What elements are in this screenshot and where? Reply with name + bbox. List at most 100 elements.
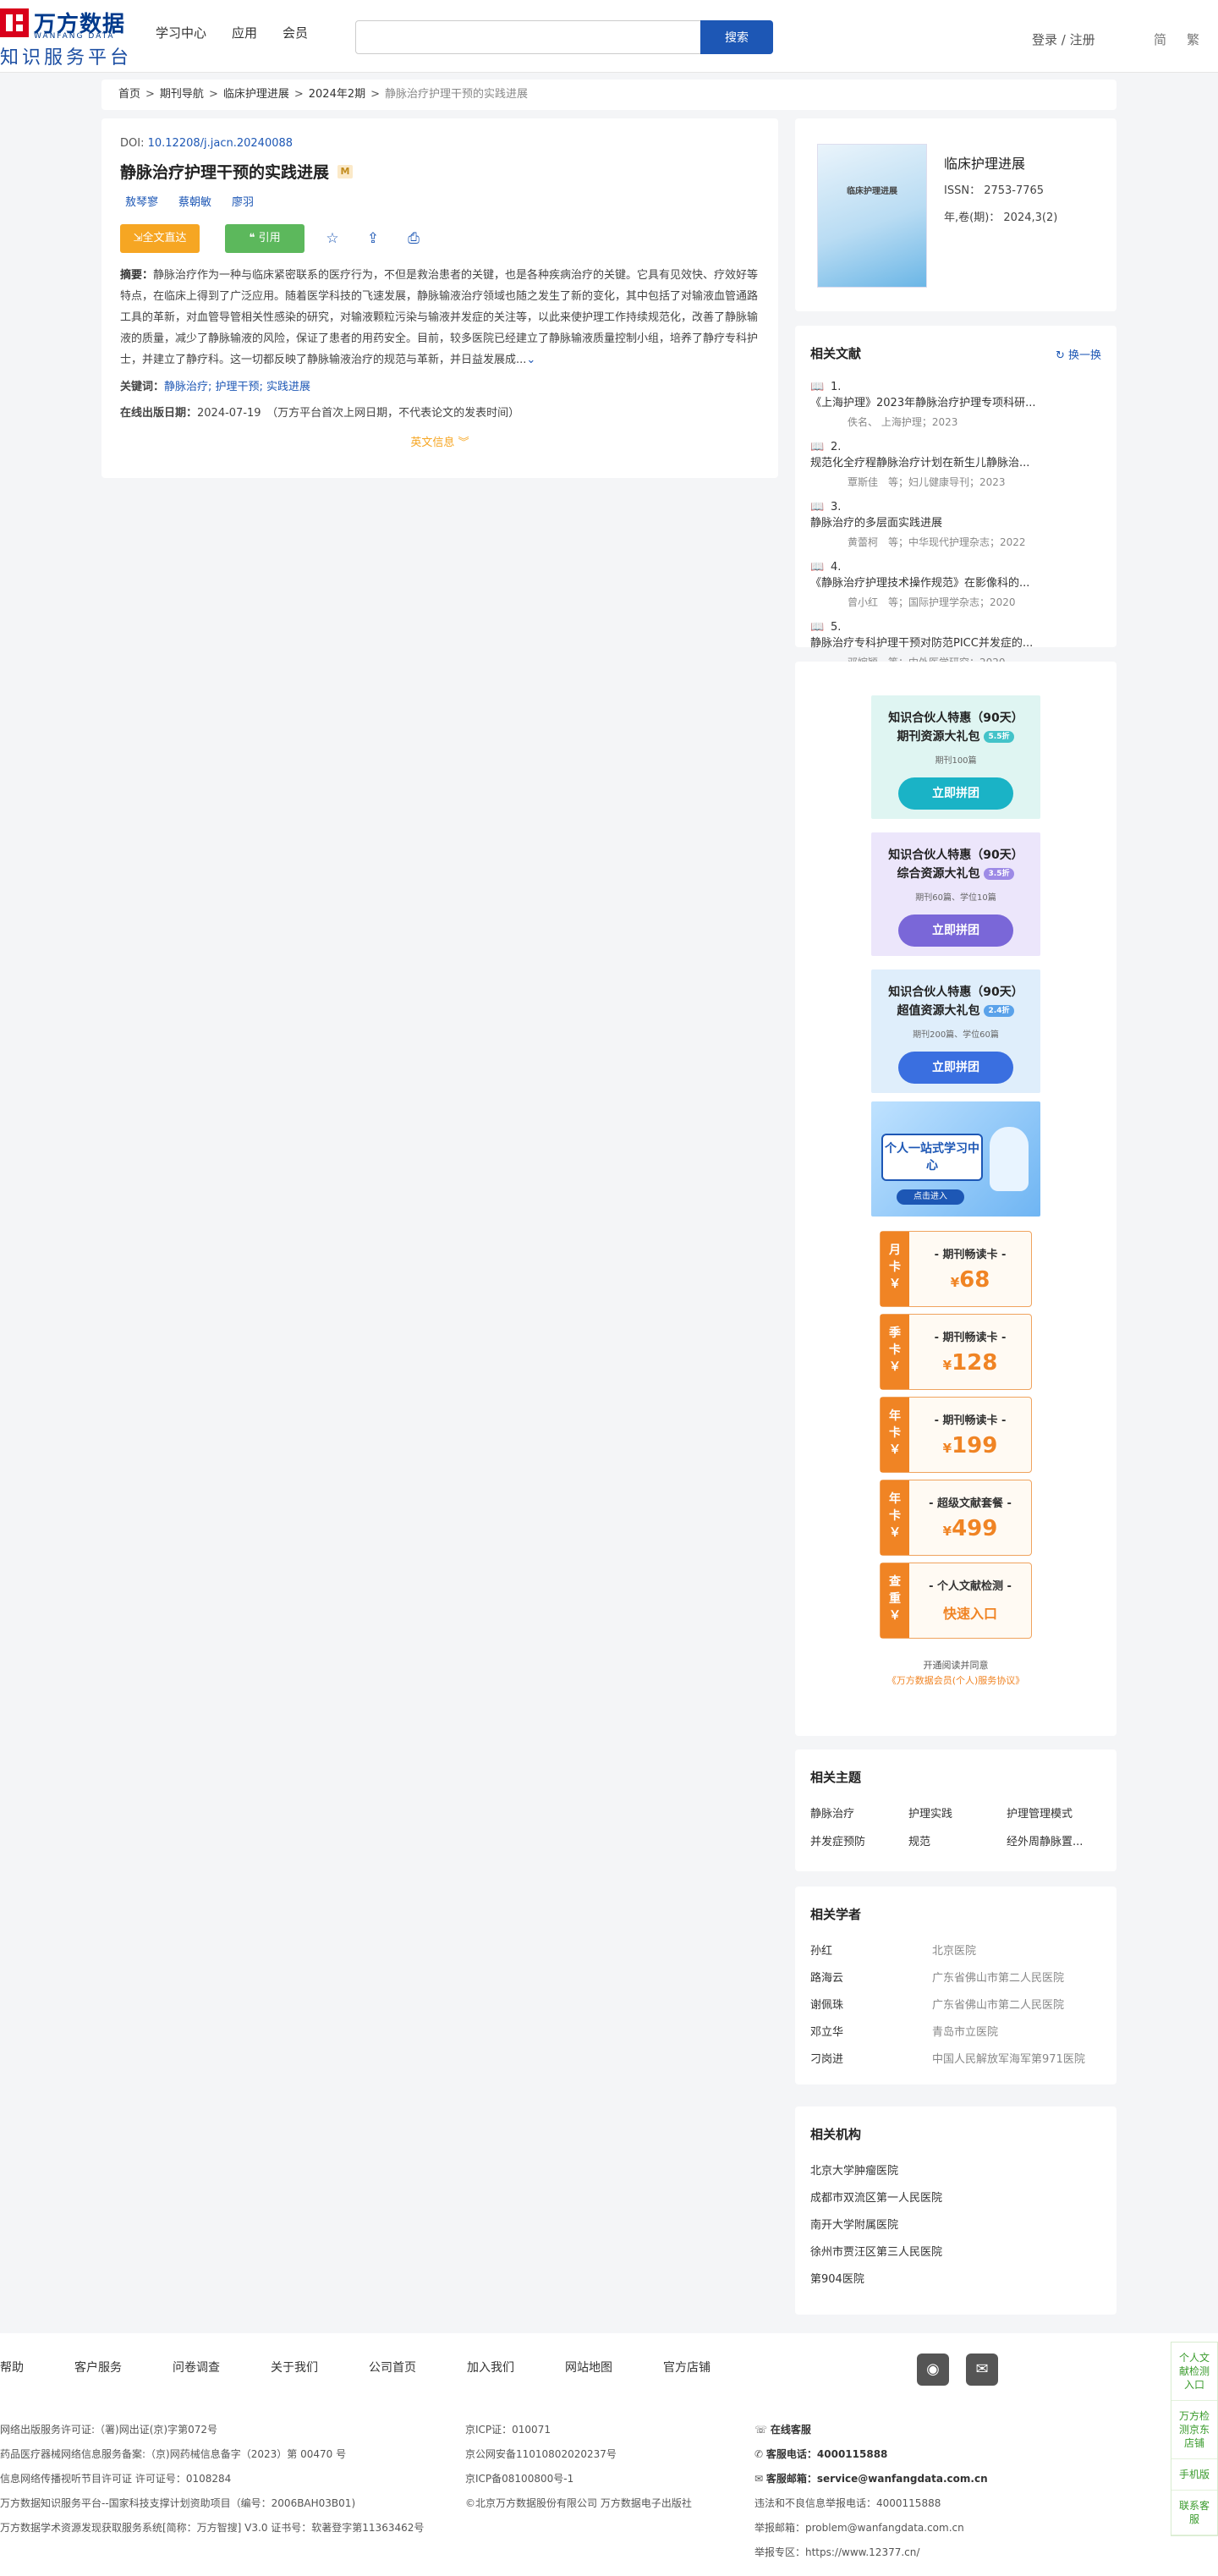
breadcrumb-journal[interactable]: 临床护理进展 (222, 88, 289, 101)
nav-learning-center[interactable]: 学习中心 (156, 25, 207, 41)
author-link[interactable]: 廖羽 (232, 196, 255, 209)
list-item: 邓立华 青岛市立医院 (810, 2023, 1101, 2050)
headset-icon: ☏ (754, 2424, 771, 2436)
scholar-name[interactable]: 谢佩珠 (810, 1999, 844, 2012)
list-item: 刁岗进 中国人民解放军海军第971医院 (810, 2050, 1101, 2077)
float-mobile[interactable]: 手机版 (1171, 2459, 1217, 2491)
journal-info-card: 临床护理进展 临床护理进展 ISSN： 2753-7765 年,卷(期)： 20… (795, 118, 1116, 311)
breadcrumb-journal-nav[interactable]: 期刊导航 (159, 88, 204, 101)
list-item[interactable]: 📖3.静脉治疗的多层面实践进展黄蕾柯 等；中华现代护理杂志；2022 (810, 501, 1026, 548)
wanfang-logo[interactable]: 万方数据 WANFANG DATA 知识服务平台 (0, 5, 135, 69)
doi-link[interactable]: 10.12208/j.jacn.20240088 (147, 137, 294, 150)
footer-link-survey[interactable]: 问卷调查 (173, 2361, 220, 2375)
group-buy-button[interactable]: 立即拼团 (898, 1052, 1013, 1084)
print-icon[interactable]: ⎙ (408, 230, 420, 247)
service-email[interactable]: service@wanfangdata.com.cn (816, 2473, 988, 2485)
list-item: 谢佩珠 广东省佛山市第二人民医院 (810, 1996, 1101, 2023)
book-icon: 📖 (810, 441, 825, 453)
scholar-name[interactable]: 邓立华 (810, 2026, 844, 2039)
plagiarism-check-card[interactable]: 查重￥ - 个人文献检测 - 快速入口 (880, 1563, 1032, 1639)
share-icon[interactable]: ⇪ (366, 230, 380, 247)
footer-link-about[interactable]: 关于我们 (271, 2361, 318, 2375)
nav-apps[interactable]: 应用 (232, 25, 258, 41)
learning-center-banner[interactable]: 个人一站式学习中心 点击进入 (871, 1101, 1040, 1217)
search-button[interactable]: 搜索 (700, 20, 773, 54)
group-buy-button[interactable]: 立即拼团 (898, 777, 1013, 810)
english-info-toggle[interactable]: 英文信息 ︾ (410, 437, 469, 449)
keywords: 关键词：静脉治疗; 护理干预; 实践进展 (120, 381, 311, 393)
full-text-button[interactable]: ⇲全文直达 (120, 224, 200, 253)
topic-link[interactable]: 并发症预防 (810, 1836, 866, 1848)
main-nav: 学习中心 应用 会员 (156, 24, 308, 41)
favorite-star-icon[interactable]: ☆ (326, 230, 339, 247)
footer-link-help[interactable]: 帮助 (0, 2361, 24, 2375)
phone-icon: ✆ (754, 2448, 766, 2460)
abstract: 摘要：静脉治疗作为一种与临床紧密联系的医疗行为，不但是救治患者的关键，也是各种疾… (120, 269, 759, 366)
scholar-name[interactable]: 路海云 (810, 1972, 844, 1985)
topic-link[interactable]: 静脉治疗 (810, 1808, 855, 1821)
list-item[interactable]: 📖2.规范化全疗程静脉治疗计划在新生儿静脉治...覃斯佳 等；妇儿健康导刊；20… (810, 441, 1030, 488)
author-link[interactable]: 蔡朝敏 (178, 196, 212, 209)
topic-link[interactable]: 护理管理模式 (1007, 1808, 1073, 1821)
scholar-name[interactable]: 孙红 (810, 1945, 833, 1958)
quarterly-card[interactable]: 季卡￥ - 期刊畅读卡 - ¥128 (880, 1314, 1032, 1390)
breadcrumb-issue[interactable]: 2024年2期 (308, 88, 366, 101)
scholar-org[interactable]: 广东省佛山市第二人民医院 (932, 1999, 1065, 2012)
super-package-card[interactable]: 年卡￥ - 超级文献套餐 - ¥499 (880, 1480, 1032, 1556)
institution-link[interactable]: 南开大学附属医院 (810, 2219, 899, 2232)
agreement-link[interactable]: 《万方数据会员(个人)服务协议》 (886, 1675, 1025, 1686)
medline-badge-icon: M (337, 164, 354, 179)
scholar-org[interactable]: 中国人民解放军海军第971医院 (932, 2053, 1085, 2066)
quote-icon: ❝ (249, 232, 259, 244)
topic-link[interactable]: 经外周静脉置... (1007, 1836, 1084, 1848)
cite-button[interactable]: ❝ 引用 (225, 224, 304, 253)
float-jd-store[interactable]: 万方检测京东店铺 (1171, 2401, 1217, 2459)
institution-link[interactable]: 徐州市贾汪区第三人民医院 (810, 2246, 943, 2259)
footer-licenses: 网络出版服务许可证:（署)网出证(京)字第072号 药品医疗器械网络信息服务备案… (0, 2424, 425, 2534)
refresh-button[interactable]: ↻ 换一换 (1055, 349, 1101, 362)
scholar-org[interactable]: 北京医院 (932, 1945, 977, 1958)
doi-line: DOI: 10.12208/j.jacn.20240088 (120, 137, 294, 150)
lang-simplified[interactable]: 简 (1154, 32, 1167, 47)
expand-chevron-icon[interactable]: ⌄ (526, 354, 536, 366)
list-item: 孙红 北京医院 (810, 1942, 1101, 1969)
footer-link-join[interactable]: 加入我们 (467, 2361, 514, 2375)
search-input[interactable] (355, 20, 702, 54)
author-link[interactable]: 敖琴寥 (125, 196, 159, 209)
monthly-card[interactable]: 月卡￥ - 期刊畅读卡 - ¥68 (880, 1231, 1032, 1307)
float-plagiarism-entry[interactable]: 个人文献检测入口 (1171, 2343, 1217, 2401)
weibo-icon[interactable]: ◉ (917, 2354, 949, 2386)
site-header: 万方数据 WANFANG DATA 知识服务平台 学习中心 应用 会员 搜索 登… (0, 0, 1218, 73)
scholar-org[interactable]: 青岛市立医院 (932, 2026, 999, 2039)
login-register-link[interactable]: 登录 / 注册 (1032, 32, 1095, 47)
related-documents: 相关文献 ↻ 换一换 📖1.《上海护理》2023年静脉治疗护理专项科研...佚名… (795, 326, 1116, 668)
article-detail: DOI: 10.12208/j.jacn.20240088 静脉治疗护理干预的实… (102, 118, 778, 478)
lang-traditional[interactable]: 繁 (1187, 32, 1200, 47)
list-item[interactable]: 📖4.《静脉治疗护理技术操作规范》在影像科的...曾小红 等；国际护理学杂志；2… (810, 561, 1030, 608)
journal-cover[interactable]: 临床护理进展 (817, 144, 927, 288)
wechat-icon[interactable]: ✉ (966, 2354, 998, 2386)
footer-link-sitemap[interactable]: 网站地图 (565, 2361, 612, 2375)
footer-link-store[interactable]: 官方店铺 (663, 2361, 710, 2375)
group-buy-button[interactable]: 立即拼团 (898, 915, 1013, 947)
breadcrumb-home[interactable]: 首页 (118, 88, 141, 101)
scholar-org[interactable]: 广东省佛山市第二人民医院 (932, 1972, 1065, 1985)
link-icon: ⇲ (133, 232, 143, 244)
journal-name[interactable]: 临床护理进展 (944, 156, 1026, 172)
institution-link[interactable]: 北京大学肿瘤医院 (810, 2165, 899, 2178)
topic-link[interactable]: 护理实践 (908, 1808, 953, 1821)
list-item[interactable]: 📖1.《上海护理》2023年静脉治疗护理专项科研...佚名、 上海护理；2023 (810, 381, 1036, 428)
footer-link-service[interactable]: 客户服务 (74, 2361, 122, 2375)
institution-link[interactable]: 成都市双流区第一人民医院 (810, 2192, 943, 2205)
keyword-links[interactable]: 静脉治疗; 护理干预; 实践进展 (164, 381, 311, 393)
topic-link[interactable]: 规范 (908, 1836, 931, 1848)
online-service-link[interactable]: 在线客服 (770, 2424, 811, 2436)
footer-link-company[interactable]: 公司首页 (369, 2361, 416, 2375)
institution-link[interactable]: 第904医院 (810, 2273, 864, 2286)
scholar-name[interactable]: 刁岗进 (810, 2053, 844, 2066)
yearly-card[interactable]: 年卡￥ - 期刊畅读卡 - ¥199 (880, 1397, 1032, 1473)
float-contact[interactable]: 联系客服 (1171, 2491, 1217, 2535)
nav-membership[interactable]: 会员 (283, 25, 309, 41)
discount-badge: 5.5折 (983, 731, 1015, 743)
